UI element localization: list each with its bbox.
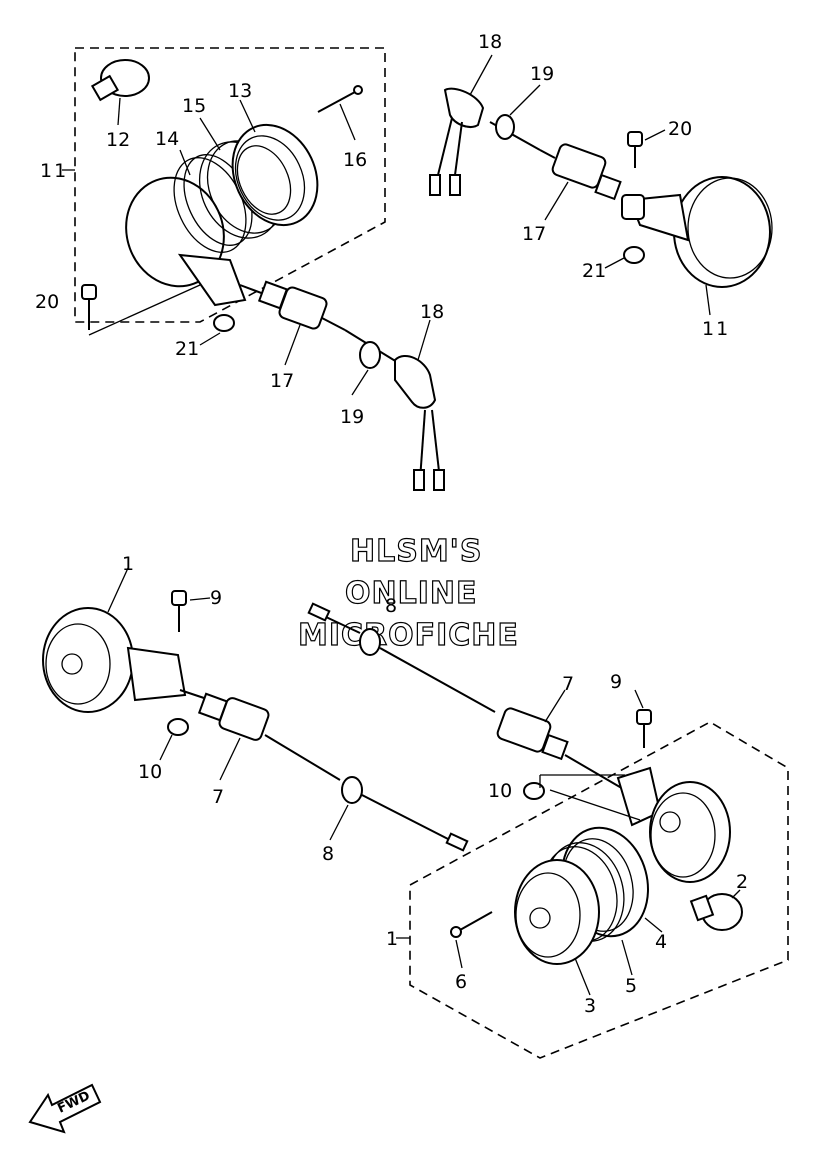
socket-7-left [197, 692, 270, 741]
screw-16 [317, 85, 363, 141]
label-8-right: 8 [385, 595, 397, 617]
assembly-outline-11-left [74, 47, 386, 323]
label-3: 3 [584, 995, 596, 1017]
wire-left-b [264, 734, 341, 781]
socket-17-left [257, 280, 411, 371]
bottom-left-turn-signal-assembly: 1 9 10 7 8 [42, 553, 469, 865]
label-9-right: 9 [610, 671, 622, 693]
label-20-right: 20 [668, 118, 692, 140]
bolt-9-left [171, 590, 187, 632]
grommet-8-right [359, 628, 381, 656]
socket-7-right [496, 707, 569, 761]
lens-3 [514, 859, 600, 965]
lamp-body-1-left [42, 607, 187, 713]
nut-10-left [167, 718, 189, 736]
label-15: 15 [182, 95, 206, 117]
grommet-8-left [341, 776, 363, 804]
bolt-9-right [636, 709, 652, 748]
label-9-left: 9 [210, 587, 222, 609]
socket-17-right [489, 121, 622, 201]
watermark-line-2: ONLINE [345, 576, 478, 611]
watermark-line-3: MICROFICHE [298, 618, 519, 653]
watermark-line-1: HLSM'S [350, 534, 482, 569]
bracket-line-right [539, 774, 641, 821]
label-7-left: 7 [212, 786, 224, 808]
label-21-right: 21 [582, 260, 606, 282]
label-10-left: 10 [138, 761, 162, 783]
label-16: 16 [343, 149, 367, 171]
grommet-19-left [359, 341, 381, 369]
bolt-20-left [81, 284, 97, 330]
label-11-top-right: 11 [702, 318, 730, 340]
label-19-left: 19 [340, 406, 364, 428]
label-20-left: 20 [35, 291, 59, 313]
lamp-housing-right [616, 766, 731, 883]
label-2: 2 [736, 871, 748, 893]
label-18-right: 18 [478, 31, 502, 53]
label-13: 13 [228, 80, 252, 102]
wire-right-b [379, 647, 496, 713]
label-6: 6 [455, 971, 467, 993]
label-1-left: 1 [122, 553, 136, 575]
label-21-left: 21 [175, 338, 199, 360]
rim-13 [231, 123, 319, 227]
label-1-right: 1 [386, 928, 400, 950]
label-12: 12 [106, 129, 130, 151]
cover-18-left [394, 355, 445, 491]
leader-lines-top-left [62, 99, 431, 396]
label-18-left: 18 [420, 301, 444, 323]
bolt-20-right [627, 131, 643, 168]
assembly-outline-1-right [409, 721, 789, 1059]
label-10-right: 10 [488, 780, 512, 802]
wire-right-a [325, 616, 361, 634]
connector-8-left [445, 832, 469, 852]
top-left-turn-signal-assembly: 11 12 13 14 15 16 17 18 19 20 21 [35, 47, 445, 491]
leader-lines-bottom-right [396, 689, 741, 996]
top-right-turn-signal-assembly: 18 19 20 17 21 11 [429, 31, 773, 340]
connector-8-right [307, 602, 331, 622]
bulb-2 [689, 893, 743, 931]
lamp-body-11-right [621, 176, 773, 288]
wire-left-c [361, 794, 451, 841]
label-5: 5 [625, 975, 637, 997]
forward-direction-arrow: FWD [28, 1083, 102, 1134]
label-19-right: 19 [530, 63, 554, 85]
label-17-right: 17 [522, 223, 546, 245]
nut-21-left [213, 314, 235, 332]
nut-21-right [623, 246, 645, 264]
label-14: 14 [155, 128, 179, 150]
bottom-right-turn-signal-assembly: 8 7 9 10 2 1 4 6 5 3 [307, 595, 789, 1059]
screw-6 [450, 911, 493, 938]
label-11-top-left: 11 [40, 160, 68, 182]
cover-18-right [429, 87, 485, 196]
label-7-right: 7 [562, 673, 574, 695]
bulb-12 [90, 59, 150, 126]
label-17-left: 17 [270, 370, 294, 392]
leader-lines-top-right [469, 54, 711, 316]
label-8-left: 8 [322, 843, 334, 865]
leader-lines-bottom-left [107, 567, 349, 841]
watermark: HLSM'S ONLINE MICROFICHE [297, 533, 519, 653]
nut-10-right [523, 782, 545, 800]
label-4: 4 [655, 931, 667, 953]
grommet-19-right [495, 114, 515, 140]
wire-right-c [564, 754, 626, 791]
